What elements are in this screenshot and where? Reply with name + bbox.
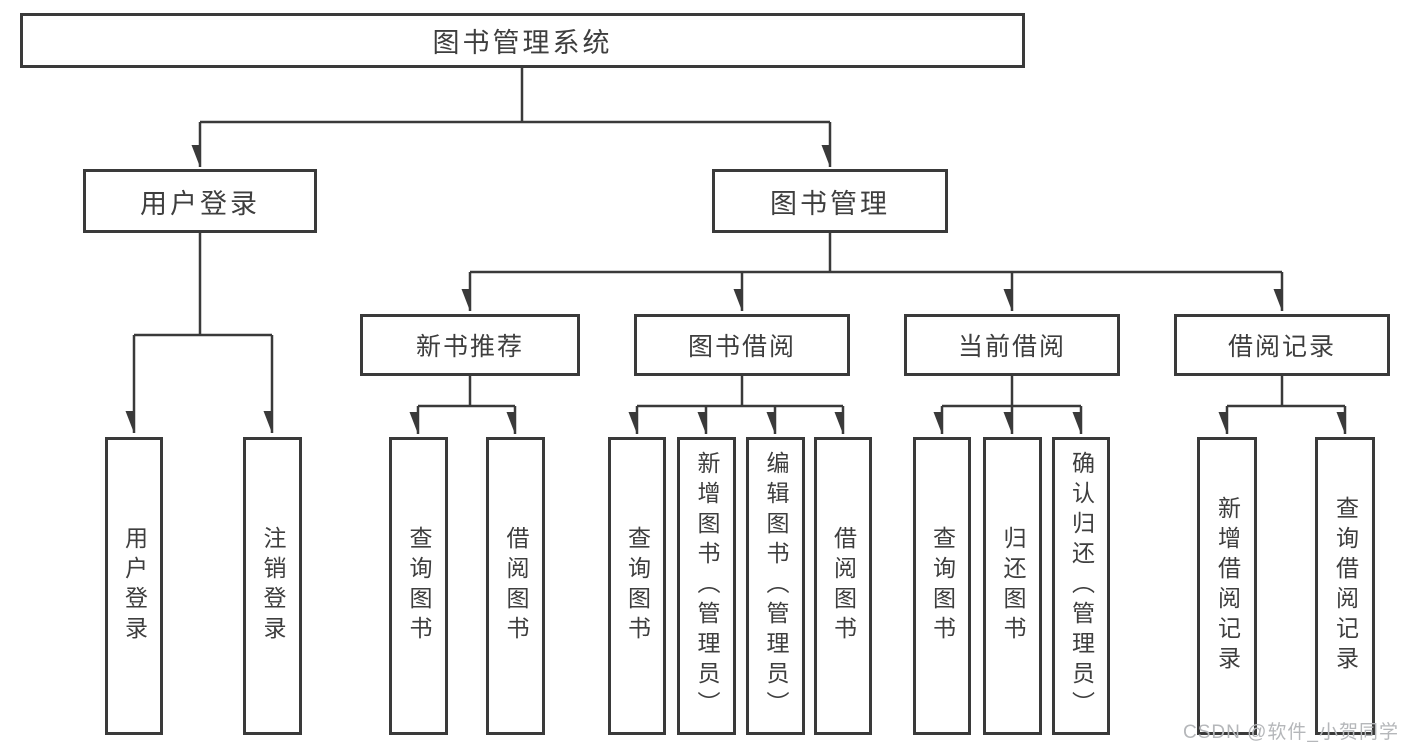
node-new-book-recommend: 新书推荐 (360, 314, 580, 376)
leaf-query-books-current: 查询图书 (913, 437, 971, 735)
node-label: 当前借阅 (957, 333, 1066, 361)
node-borrow-records: 借阅记录 (1174, 314, 1390, 376)
connector-borrow-records (1227, 376, 1347, 434)
leaf-label: 查询借阅记录 (1332, 496, 1359, 676)
node-user-login: 用户登录 (83, 169, 317, 233)
leaf-borrow-books-recommend: 借阅图书 (486, 437, 545, 735)
connector-current-borrowing (942, 376, 1083, 434)
leaf-query-books-recommend: 查询图书 (389, 437, 448, 735)
node-label: 用户登录 (140, 188, 260, 219)
connector-user-login (134, 233, 274, 433)
node-book-management-system: 图书管理系统 (20, 13, 1025, 68)
leaf-add-borrow-record: 新增借阅记录 (1197, 437, 1257, 735)
connector-book-borrowing (637, 376, 845, 434)
node-current-borrowing: 当前借阅 (904, 314, 1120, 376)
leaf-borrow-books: 借阅图书 (814, 437, 872, 735)
leaf-label: 注销登录 (260, 526, 286, 646)
node-book-management: 图书管理 (712, 169, 948, 233)
connector-root (200, 68, 832, 167)
leaf-label: 查询图书 (406, 526, 432, 646)
leaf-label: 借阅图书 (830, 526, 857, 646)
node-book-borrowing: 图书借阅 (634, 314, 850, 376)
leaf-label: 编辑图书（管理员） (763, 451, 789, 721)
node-label: 图书管理 (770, 188, 890, 219)
leaf-label: 确认归还（管理员） (1068, 451, 1095, 721)
leaf-label: 借阅图书 (503, 526, 529, 646)
node-label: 图书管理系统 (432, 28, 613, 58)
leaf-add-books-admin: 新增图书（管理员） (677, 437, 736, 735)
leaf-logout: 注销登录 (243, 437, 302, 735)
leaf-query-borrow-record: 查询借阅记录 (1315, 437, 1375, 735)
node-label: 图书借阅 (687, 333, 796, 361)
leaf-confirm-return-admin: 确认归还（管理员） (1052, 437, 1110, 735)
leaf-label: 查询图书 (929, 526, 956, 646)
leaf-label: 新增借阅记录 (1214, 496, 1241, 676)
leaf-query-books-borrowing: 查询图书 (608, 437, 666, 735)
leaf-label: 查询图书 (624, 526, 651, 646)
node-label: 借阅记录 (1227, 333, 1336, 361)
node-label: 新书推荐 (415, 333, 524, 361)
csdn-watermark: CSDN @软件_小贺同学 (1183, 722, 1399, 743)
leaf-user-login: 用户登录 (105, 437, 163, 735)
leaf-label: 用户登录 (121, 526, 148, 646)
leaf-label: 新增图书（管理员） (694, 451, 720, 721)
leaf-edit-books-admin: 编辑图书（管理员） (746, 437, 805, 735)
connector-new-book-recommend (418, 376, 517, 434)
leaf-return-books: 归还图书 (983, 437, 1042, 735)
connector-book-management (470, 233, 1284, 311)
leaf-label: 归还图书 (1000, 526, 1026, 646)
